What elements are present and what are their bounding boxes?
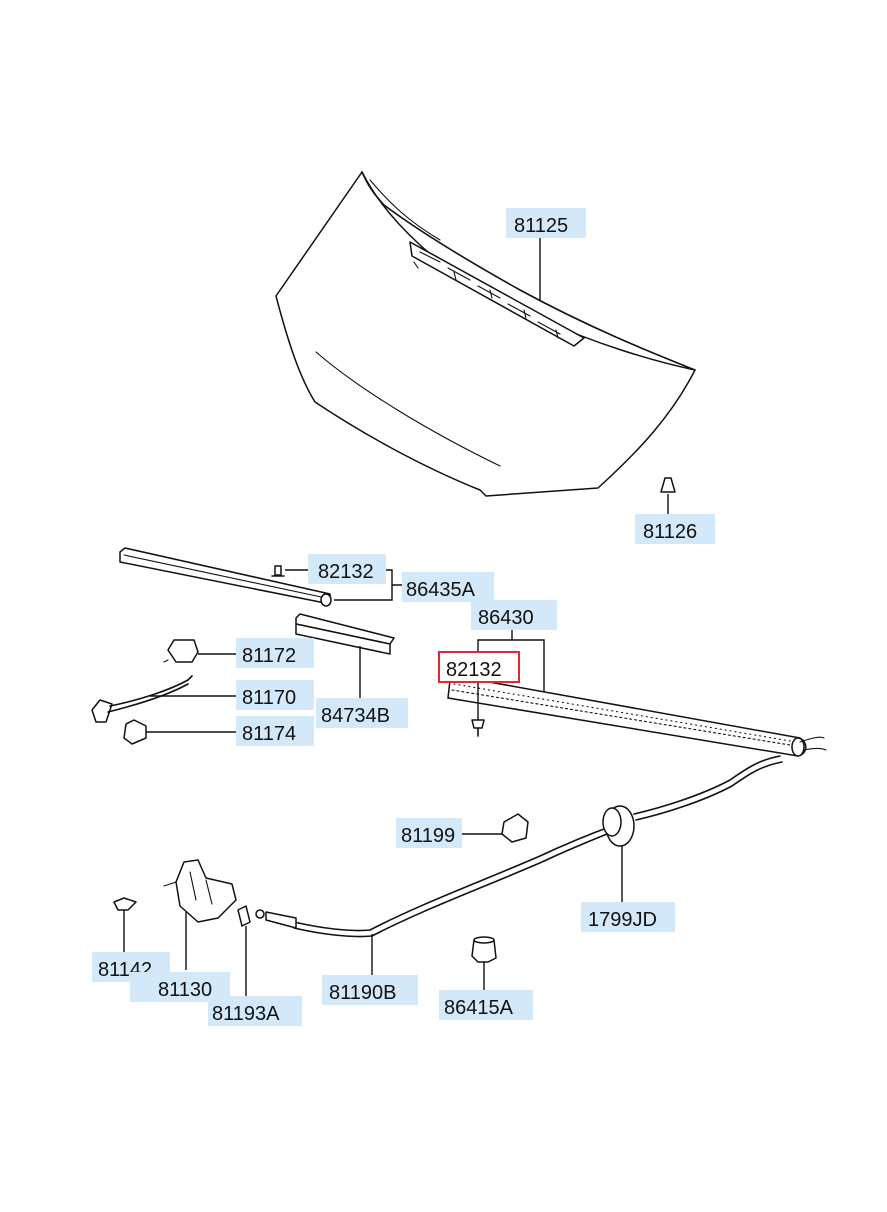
latch-81130 [163,859,237,970]
callout-84734B-label: 84734B [321,705,390,727]
callout-1799JD-label: 1799JD [588,909,657,931]
hook-81172 [163,639,236,663]
leader-86430 [477,628,545,692]
weatherstrip-86435A [119,547,332,607]
pad-84734B [295,613,395,702]
callout-81172[interactable]: 81172 [236,638,314,668]
cable-81190B [293,736,827,975]
lever-81170 [91,675,236,723]
cable-end [255,909,297,929]
callout-81193A-label: 81193A [212,1003,280,1025]
callout-81193A[interactable]: 81193A [208,996,302,1026]
weatherstrip-86430 [447,675,807,757]
hood-panel [275,171,696,497]
handle-81174 [123,719,236,745]
clamp-81199 [462,813,529,843]
callout-81172-label: 81172 [242,645,296,667]
callout-81199[interactable]: 81199 [396,818,462,848]
leader-86435A [334,569,402,601]
callout-81174[interactable]: 81174 [236,716,314,746]
callout-82132-upper-label: 82132 [318,561,374,583]
clip-82132-upper [271,565,308,577]
callout-82132-upper[interactable]: 82132 [308,554,386,584]
grommet-1799JD [602,805,635,902]
callout-81170-label: 81170 [242,687,296,709]
clip-82132-lower [471,682,485,737]
callout-1799JD[interactable]: 1799JD [581,902,675,932]
callout-81125-label: 81125 [514,215,568,237]
callout-86435A[interactable]: 86435A [402,572,494,602]
callout-81174-label: 81174 [242,723,296,745]
callout-86415A[interactable]: 86415A [439,990,533,1020]
callout-81126-label: 81126 [643,521,697,543]
callout-81199-label: 81199 [401,825,455,847]
callout-82132-lower[interactable]: 82132 [438,651,520,683]
callout-86430-label: 86430 [478,607,534,629]
bolt-81142 [113,897,137,952]
callout-82132-lower-label: 82132 [446,659,502,681]
callout-81190B[interactable]: 81190B [322,975,418,1005]
callout-81130-label: 81130 [158,979,212,1001]
callout-81126[interactable]: 81126 [635,514,715,544]
callout-81170[interactable]: 81170 [236,680,314,710]
hood-bumper-81126 [660,477,676,516]
callout-86435A-label: 86435A [406,579,476,601]
clip-81193A [237,905,251,996]
callout-81125[interactable]: 81125 [506,208,586,238]
callout-81190B-label: 81190B [329,982,396,1004]
callout-86430[interactable]: 86430 [471,600,557,630]
callout-86415A-label: 86415A [444,997,514,1019]
callout-84734B[interactable]: 84734B [316,698,408,728]
bumper-86415A [471,936,497,992]
